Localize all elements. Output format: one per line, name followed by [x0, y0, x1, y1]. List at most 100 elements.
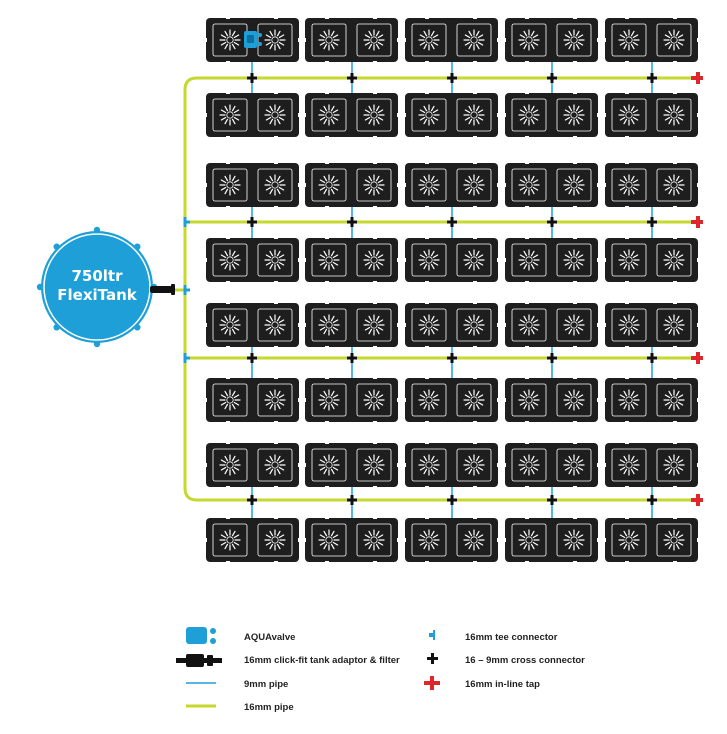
cross-connector-icon: [547, 353, 557, 363]
plant-pot-icon: [356, 243, 392, 277]
legend-tap: 16mm in-line tap: [465, 679, 540, 690]
grow-tray: [504, 92, 599, 138]
flexitank-stud: [93, 340, 101, 348]
grow-tray-body: [206, 518, 299, 562]
grow-tray: [404, 377, 499, 423]
grow-tray-body: [206, 443, 299, 487]
grow-tray: [304, 17, 399, 63]
grow-tray-body: [605, 518, 698, 562]
grow-tray-body: [505, 93, 598, 137]
grow-tray: [205, 162, 300, 208]
tank-adaptor-filter-icon: [176, 654, 222, 667]
plant-pot-icon: [556, 23, 592, 57]
flexitank-rim: [43, 233, 151, 341]
plant-pot-icon: [356, 383, 392, 417]
plant-pot-icon: [656, 308, 692, 342]
grow-tray: [304, 302, 399, 348]
aquavalve-icon: [186, 627, 216, 644]
grow-tray: [404, 162, 499, 208]
plant-pot-icon: [257, 23, 293, 57]
plant-pot-icon: [212, 383, 248, 417]
cross-connector-icon: [647, 353, 657, 363]
grow-tray: [504, 162, 599, 208]
grow-tray-body: [605, 378, 698, 422]
grow-tray: [604, 442, 699, 488]
plant-pot-icon: [212, 98, 248, 132]
cross-connector-icon: [447, 73, 457, 83]
plant-pot-icon: [556, 243, 592, 277]
plant-pot-icon: [656, 243, 692, 277]
grow-tray: [304, 92, 399, 138]
plant-pot-icon: [556, 168, 592, 202]
plant-pot-icon: [257, 98, 293, 132]
plant-pot-icon: [611, 308, 647, 342]
grow-tray: [205, 92, 300, 138]
grow-tray-body: [605, 303, 698, 347]
grow-tray-body: [405, 443, 498, 487]
grow-tray-body: [605, 93, 698, 137]
tee-connector-icon: [183, 353, 190, 363]
flexitank-stud: [134, 324, 141, 331]
connectors: [183, 31, 703, 506]
inline-tap-icon: [691, 494, 703, 506]
inline-tap-icon: [691, 352, 703, 364]
plant-pot-icon: [411, 383, 447, 417]
legend-cross: 16 – 9mm cross connector: [465, 655, 585, 666]
cross-connector-icon: [247, 217, 257, 227]
cross-connector-icon: [547, 217, 557, 227]
grow-tray-body: [305, 303, 398, 347]
grow-tray-body: [405, 378, 498, 422]
grow-tray: [504, 377, 599, 423]
plant-pot-icon: [257, 523, 293, 557]
grow-tray-body: [605, 163, 698, 207]
plant-pot-icon: [511, 98, 547, 132]
grow-tray: [604, 237, 699, 283]
grow-tray: [604, 302, 699, 348]
plant-pot-icon: [611, 98, 647, 132]
grow-tray: [205, 377, 300, 423]
plant-pot-icon: [411, 23, 447, 57]
plant-pot-icon: [656, 383, 692, 417]
plant-pot-icon: [411, 168, 447, 202]
plant-pot-icon: [456, 523, 492, 557]
plant-pot-icon: [257, 243, 293, 277]
plant-pot-icon: [411, 308, 447, 342]
cross-connector-icon: [447, 495, 457, 505]
legend-adaptor: 16mm click-fit tank adaptor & filter: [244, 655, 400, 666]
grow-tray: [404, 237, 499, 283]
plant-pot-icon: [411, 98, 447, 132]
grow-tray-body: [206, 163, 299, 207]
plant-pot-icon: [611, 383, 647, 417]
cross-connector-icon: [647, 495, 657, 505]
plant-pot-icon: [611, 243, 647, 277]
cross-connector-icon: [427, 653, 438, 664]
grow-tray: [504, 237, 599, 283]
flexitank-label-line2: FlexiTank: [57, 286, 137, 304]
grow-tray: [205, 517, 300, 563]
grow-tray-body: [605, 443, 698, 487]
flexitank-stud: [53, 324, 60, 331]
grow-tray: [504, 17, 599, 63]
plant-pot-icon: [411, 448, 447, 482]
plant-pot-icon: [556, 308, 592, 342]
grow-tray: [404, 442, 499, 488]
cross-connector-icon: [347, 217, 357, 227]
tank-adaptor-filter: [150, 284, 175, 295]
plant-pot-icon: [257, 448, 293, 482]
plant-pot-icon: [212, 168, 248, 202]
plant-pot-icon: [212, 448, 248, 482]
tank-adaptor-end: [171, 284, 175, 295]
grow-tray: [304, 442, 399, 488]
grow-tray-body: [305, 518, 398, 562]
grow-tray: [304, 237, 399, 283]
grow-tray-body: [505, 238, 598, 282]
aquavalve-icon: [244, 31, 262, 48]
plant-pot-icon: [511, 23, 547, 57]
grow-tray-body: [405, 18, 498, 62]
cross-connector-icon: [247, 73, 257, 83]
plant-pot-icon: [456, 243, 492, 277]
grow-tray-body: [505, 18, 598, 62]
grow-tray-body: [305, 93, 398, 137]
grow-tray-body: [305, 378, 398, 422]
plant-pot-icon: [212, 243, 248, 277]
